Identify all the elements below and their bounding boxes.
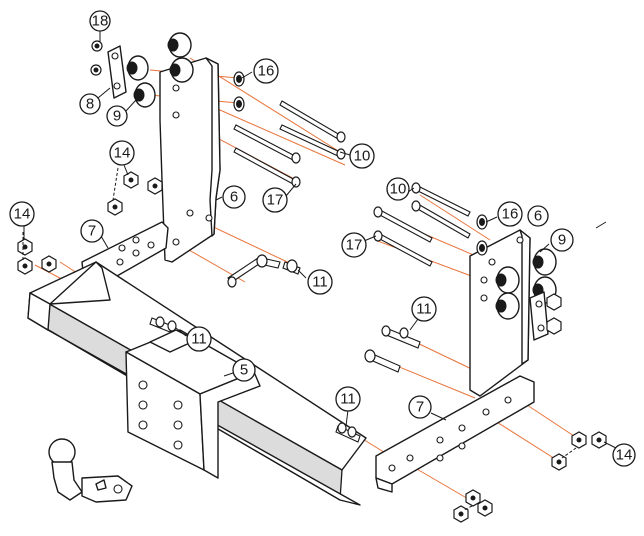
svg-text:6: 6 xyxy=(230,189,238,206)
callout-17-left: 17 xyxy=(262,187,288,213)
callout-7-right-plate: 7 xyxy=(408,395,432,419)
callout-11-crossbar-right: 11 xyxy=(335,386,361,412)
callout-6-left-bracket: 6 xyxy=(222,185,246,209)
svg-text:6: 6 xyxy=(534,208,542,225)
svg-text:14: 14 xyxy=(14,206,31,223)
svg-text:11: 11 xyxy=(191,331,207,348)
callout-17-right: 17 xyxy=(341,232,367,258)
callout-11-crossbar-left: 11 xyxy=(186,326,212,352)
right-spacer-assembly xyxy=(495,248,562,341)
callout-5-center-mount: 5 xyxy=(232,358,256,382)
svg-text:9: 9 xyxy=(558,232,566,249)
callout-14-upper-left: 14 xyxy=(109,140,135,166)
svg-text:5: 5 xyxy=(240,362,248,379)
callout-10-right: 10 xyxy=(386,177,410,201)
nuts-bottom xyxy=(453,489,493,523)
svg-text:14: 14 xyxy=(616,447,633,464)
callout-9-right: 9 xyxy=(550,228,574,252)
long-bolts-left xyxy=(233,100,346,188)
svg-text:11: 11 xyxy=(340,391,356,408)
tow-ball-inset xyxy=(48,438,133,503)
svg-text:8: 8 xyxy=(86,96,94,113)
callout-8: 8 xyxy=(79,93,101,115)
bracket-bolts-right xyxy=(364,325,421,373)
long-bolts-right xyxy=(373,182,471,267)
svg-text:16: 16 xyxy=(258,63,275,80)
svg-text:11: 11 xyxy=(312,274,328,291)
callout-14-far-left: 14 xyxy=(9,201,35,227)
svg-text:11: 11 xyxy=(416,301,432,318)
callout-9-upper-left: 9 xyxy=(106,105,128,127)
callout-10-upper: 10 xyxy=(349,143,375,169)
callout-18-upper-left: 18 xyxy=(89,10,111,32)
svg-text:17: 17 xyxy=(267,192,284,209)
nuts-left-upper xyxy=(107,167,163,216)
svg-text:9: 9 xyxy=(113,108,121,125)
callout-11-right-bracket: 11 xyxy=(411,296,437,322)
svg-text:7: 7 xyxy=(416,399,424,416)
svg-text:10: 10 xyxy=(354,148,371,165)
callout-14-far-right: 14 xyxy=(612,443,636,467)
nuts-left-lower xyxy=(17,232,57,275)
left-vertical-bracket xyxy=(159,57,221,263)
callout-bubbles: 18 8 9 16 10 14 6 17 xyxy=(9,10,636,467)
crossbar-bolts xyxy=(149,316,361,443)
svg-text:18: 18 xyxy=(92,13,109,30)
callout-leaders xyxy=(23,30,617,449)
washer-group-right xyxy=(476,214,488,256)
callout-16-right: 16 xyxy=(497,201,523,227)
svg-text:10: 10 xyxy=(390,181,407,198)
svg-text:7: 7 xyxy=(88,223,96,240)
callout-7-left-plate: 7 xyxy=(80,219,104,243)
right-side-plate xyxy=(375,375,535,493)
washer-group-left xyxy=(233,71,245,112)
bracket-bolts-left xyxy=(227,254,301,288)
callout-16-upper-left: 16 xyxy=(253,58,279,84)
callout-6-right-bracket: 6 xyxy=(527,205,549,227)
nuts-right xyxy=(551,431,607,471)
svg-text:17: 17 xyxy=(346,237,363,254)
svg-text:16: 16 xyxy=(502,206,519,223)
callout-11-left-bracket: 11 xyxy=(307,269,333,295)
svg-text:14: 14 xyxy=(114,145,131,162)
left-spacer-assembly xyxy=(90,32,194,108)
